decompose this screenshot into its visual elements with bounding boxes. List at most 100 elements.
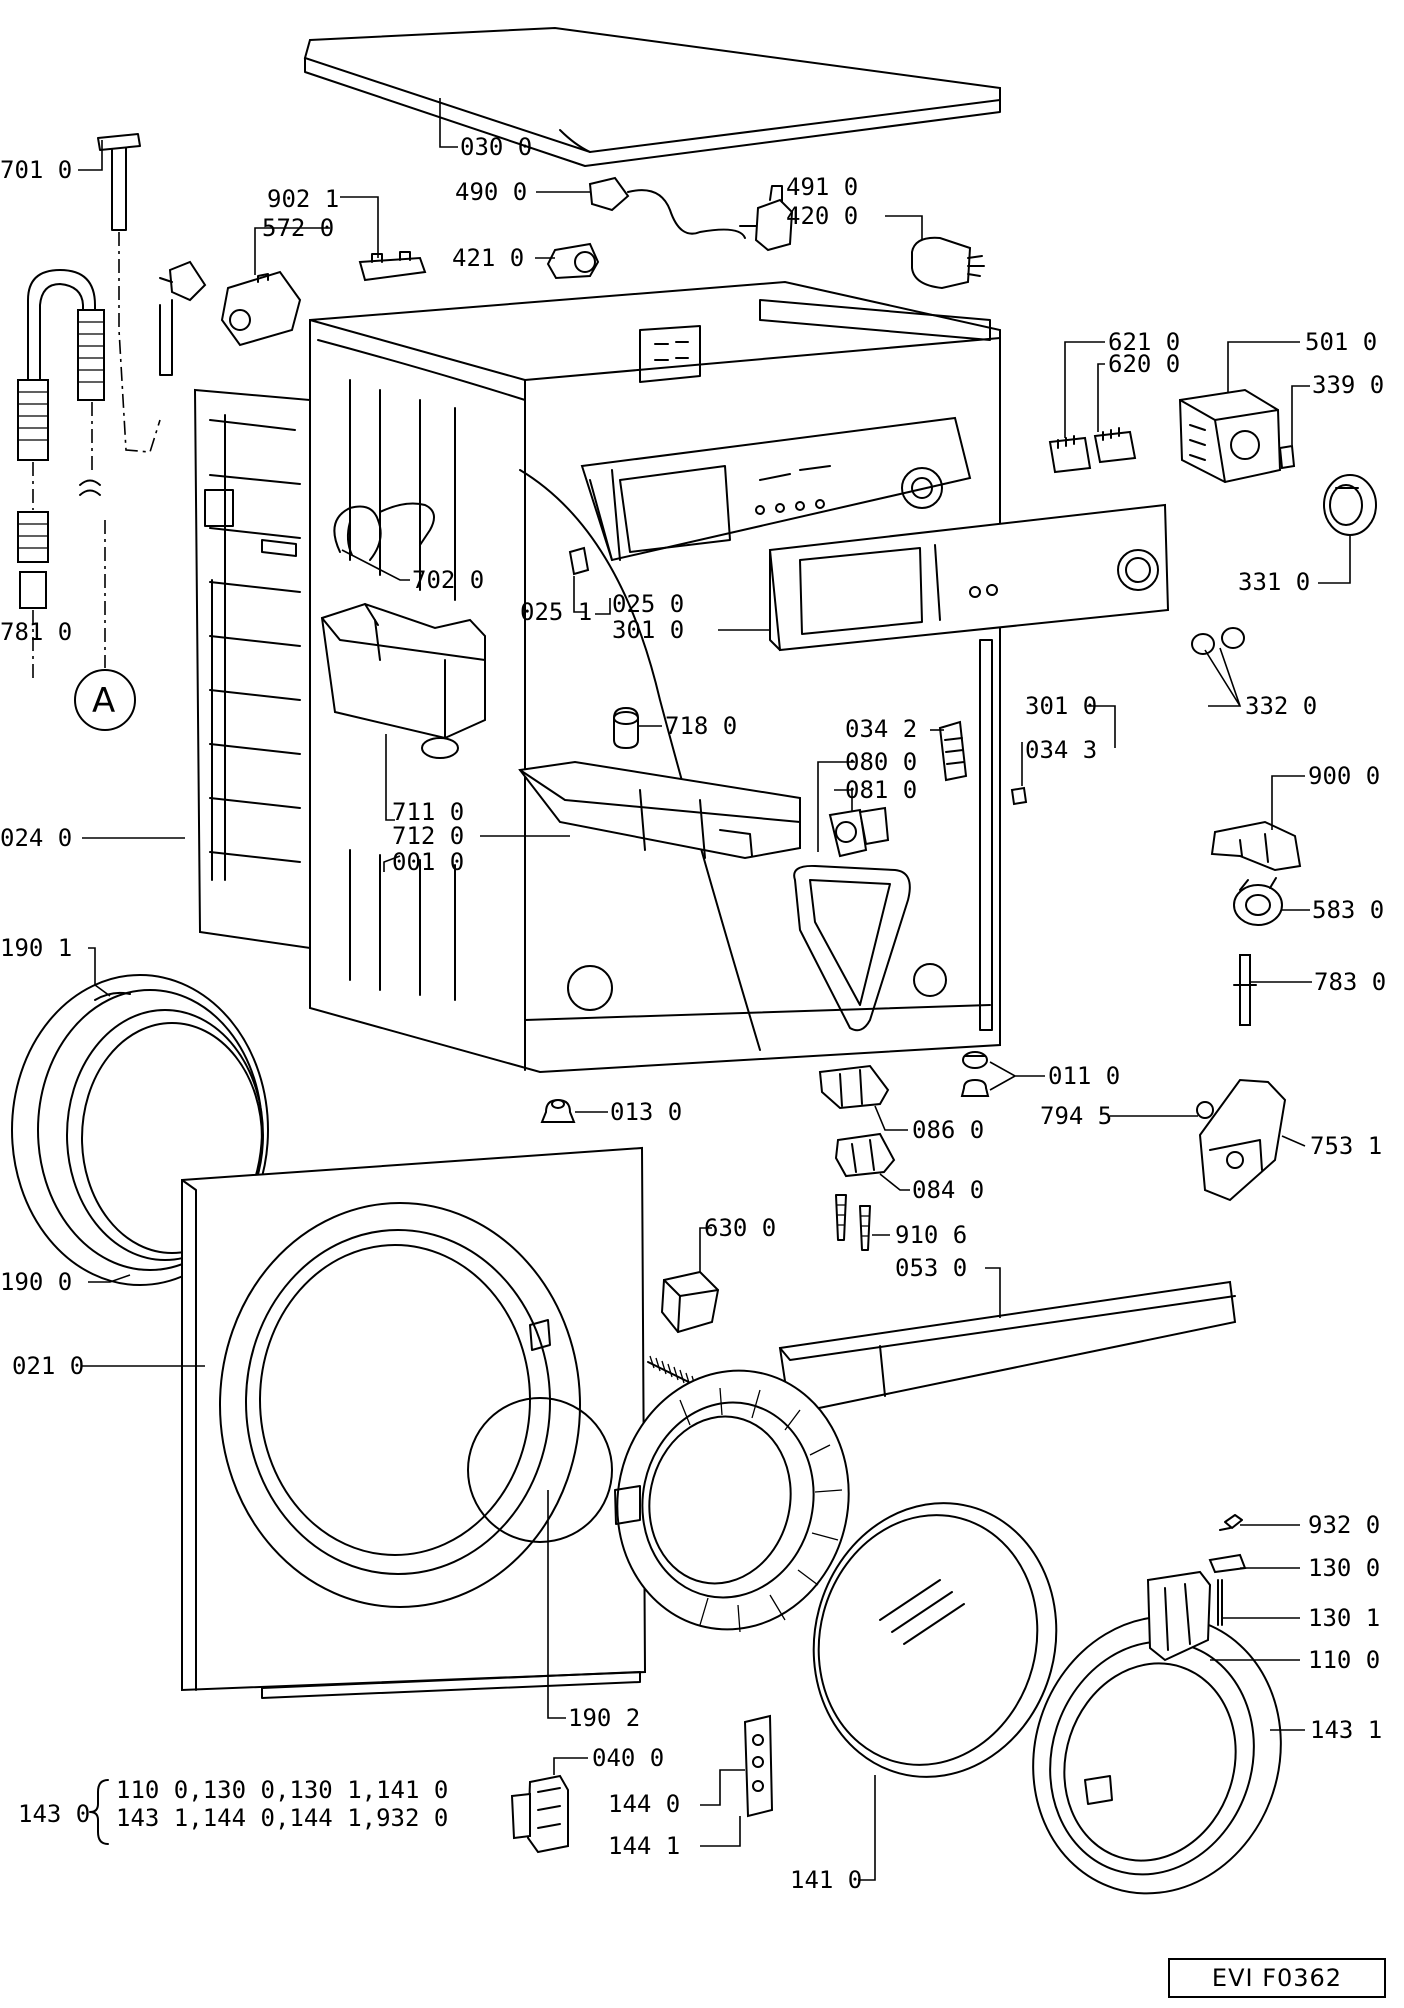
drain-pump-part: [1198, 1078, 1287, 1202]
cylinder-part: [613, 706, 639, 750]
label-701-0: 701 0: [0, 156, 72, 184]
label-190-0: 190 0: [0, 1268, 72, 1296]
label-718-0: 718 0: [665, 712, 737, 740]
label-420-0: 420 0: [786, 202, 858, 230]
hinge-brackets-part: [818, 1064, 896, 1178]
label-040-0: 040 0: [592, 1744, 664, 1772]
push-buttons-part: [1191, 627, 1245, 655]
front-panel-part: [181, 1146, 647, 1699]
control-panel-support-part: [568, 416, 972, 576]
label-086-0: 086 0: [912, 1116, 984, 1144]
label-001-0: 001 0: [392, 848, 464, 876]
kit-brace: [89, 1779, 109, 1845]
label-190-2: 190 2: [568, 1704, 640, 1732]
label-144-1: 144 1: [608, 1832, 680, 1860]
label-034-2: 034 2: [845, 715, 917, 743]
feet-part: [960, 1051, 990, 1097]
label-130-1: 130 1: [1308, 1604, 1380, 1632]
knob-part: [1323, 474, 1377, 536]
label-332-0: 332 0: [1245, 692, 1317, 720]
label-783-0: 783 0: [1314, 968, 1386, 996]
label-110-0: 110 0: [1308, 1646, 1380, 1674]
kit-contents-line-1: 110 0,130 0,130 1,141 0: [116, 1776, 448, 1804]
label-143-0: 143 0: [18, 1800, 90, 1828]
label-301-0b: 301 0: [1025, 692, 1097, 720]
label-572-0: 572 0: [262, 214, 334, 242]
inlet-connector-part: [97, 133, 161, 453]
detergent-dispenser-part: [320, 602, 486, 759]
bracket-part: [1210, 820, 1302, 872]
label-080-0: 080 0: [845, 748, 917, 776]
label-130-0: 130 0: [1308, 1554, 1380, 1582]
label-021-0: 021 0: [12, 1352, 84, 1380]
screws-part: [835, 1194, 871, 1251]
door-ring-outer-part: [1032, 1615, 1282, 1895]
door-hinge-part: [510, 1774, 569, 1854]
label-583-0: 583 0: [1312, 896, 1384, 924]
tube-part: [1233, 954, 1257, 1026]
label-630-0: 630 0: [704, 1214, 776, 1242]
label-024-0: 024 0: [0, 824, 72, 852]
label-491-0: 491 0: [786, 173, 858, 201]
leader-lines: [78, 98, 1351, 1881]
drain-hose-part: [333, 502, 435, 561]
label-053-0: 053 0: [895, 1254, 967, 1282]
switch-part: [546, 242, 600, 280]
label-013-0: 013 0: [610, 1098, 682, 1126]
door-glass-part: [812, 1502, 1058, 1778]
label-501-0: 501 0: [1305, 328, 1377, 356]
filter-part: [739, 185, 794, 252]
label-711-0: 711 0: [392, 798, 464, 826]
mains-cable-part: [588, 176, 746, 239]
label-084-0: 084 0: [912, 1176, 984, 1204]
label-902-1: 902 1: [267, 185, 339, 213]
label-712-0: 712 0: [392, 822, 464, 850]
label-301-0: 301 0: [612, 616, 684, 644]
gasket-loop-part: [793, 864, 911, 1032]
side-panel-part: [193, 388, 311, 950]
label-794-5: 794 5: [1040, 1102, 1112, 1130]
label-781-0: 781 0: [0, 618, 72, 646]
label-030-0: 030 0: [460, 133, 532, 161]
reference-circle-a: [74, 520, 136, 731]
programmer-part: [1178, 388, 1282, 484]
label-081-0: 081 0: [845, 776, 917, 804]
label-702-0: 702 0: [412, 566, 484, 594]
label-910-6: 910 6: [895, 1221, 967, 1249]
pressure-switch-part: [1233, 877, 1283, 926]
label-620-0: 620 0: [1108, 350, 1180, 378]
label-143-1: 143 1: [1310, 1716, 1382, 1744]
small-bracket-parts: [938, 720, 1028, 806]
label-421-0: 421 0: [452, 244, 524, 272]
inlet-hose-part: [17, 269, 105, 680]
label-900-0: 900 0: [1308, 762, 1380, 790]
inlet-valve-part: [159, 260, 302, 376]
control-fascia-part: [768, 503, 1170, 652]
label-025-0: 025 0: [612, 590, 684, 618]
clip-part: [358, 251, 427, 282]
door-frame-inner-part: [614, 1369, 850, 1633]
door-latch-part: [1146, 1514, 1247, 1662]
label-753-1: 753 1: [1310, 1132, 1382, 1160]
part-labels: 030 0 701 0 902 1 572 0 490 0 491 0 420 …: [0, 133, 1386, 1894]
diagram-reference-code: EVI F0362: [1168, 1958, 1386, 1998]
label-190-1: 190 1: [0, 934, 72, 962]
spindle-part: [1278, 444, 1296, 470]
top-cover-part: [303, 26, 1001, 167]
label-025-1: 025 1: [520, 598, 592, 626]
label-144-0: 144 0: [608, 1790, 680, 1818]
label-331-0: 331 0: [1238, 568, 1310, 596]
label-141-0: 141 0: [790, 1866, 862, 1894]
capacitor-part: [911, 236, 985, 290]
kit-contents-line-2: 143 1,144 0,144 1,932 0: [116, 1804, 448, 1832]
dispenser-drawer-part: [518, 760, 801, 860]
label-490-0: 490 0: [455, 178, 527, 206]
pump-part: [828, 806, 890, 858]
kickstrip-panel-part: [778, 1280, 1237, 1416]
label-011-0: 011 0: [1048, 1062, 1120, 1090]
keyboard-switch-parts: [1048, 427, 1137, 474]
door-lock-part: [660, 1270, 720, 1334]
label-621-0: 621 0: [1108, 328, 1180, 356]
foot-part: [540, 1098, 576, 1123]
label-932-0: 932 0: [1308, 1511, 1380, 1539]
